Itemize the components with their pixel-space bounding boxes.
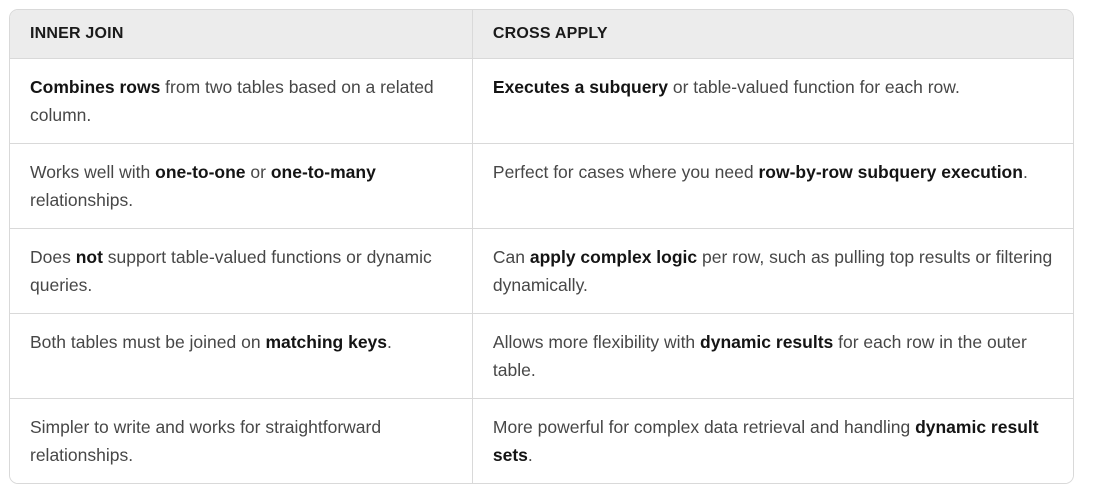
text-segment: More powerful for complex data retrieval… bbox=[492, 417, 916, 437]
text-segment: . bbox=[1022, 162, 1028, 182]
bold-text-segment: Executes a subquery bbox=[492, 77, 668, 97]
cell-cross-apply: More powerful for complex data retrieval… bbox=[472, 398, 1073, 483]
text-segment: Works well with bbox=[30, 162, 156, 182]
bold-text-segment: dynamic results bbox=[700, 332, 834, 352]
bold-text-segment: one-to-many bbox=[270, 162, 376, 182]
text-segment: for each row in the outer table. bbox=[492, 332, 1027, 380]
column-header-cross-apply: CROSS APPLY bbox=[472, 10, 1073, 59]
bold-text-segment: one-to-one bbox=[155, 162, 246, 182]
text-segment: or table-valued function for each row. bbox=[667, 77, 960, 97]
comparison-table-card: INNER JOIN CROSS APPLY Combines rows fro… bbox=[9, 9, 1074, 484]
cell-inner-join: Both tables must be joined on matching k… bbox=[10, 313, 473, 399]
text-segment: Simpler to write and works for straightf… bbox=[30, 417, 382, 465]
cell-cross-apply: Executes a subquery or table-valued func… bbox=[472, 58, 1073, 144]
table-row: Simpler to write and works for straightf… bbox=[10, 398, 1073, 483]
cell-cross-apply: Perfect for cases where you need row-by-… bbox=[472, 143, 1073, 229]
table-row: Does not support table-valued functions … bbox=[10, 228, 1073, 314]
text-segment: from two tables based on a related colum… bbox=[30, 77, 434, 125]
table-row: Combines rows from two tables based on a… bbox=[10, 58, 1073, 144]
comparison-table: INNER JOIN CROSS APPLY Combines rows fro… bbox=[10, 10, 1073, 483]
bold-text-segment: apply complex logic bbox=[529, 247, 698, 267]
cell-inner-join: Does not support table-valued functions … bbox=[10, 228, 473, 314]
text-segment: or bbox=[245, 162, 271, 182]
bold-text-segment: matching keys bbox=[265, 332, 388, 352]
text-segment: per row, such as pulling top results or … bbox=[492, 247, 1053, 295]
cell-cross-apply: Can apply complex logic per row, such as… bbox=[472, 228, 1073, 314]
cell-inner-join: Simpler to write and works for straightf… bbox=[10, 398, 473, 483]
text-segment: Allows more flexibility with bbox=[492, 332, 701, 352]
table-row: Works well with one-to-one or one-to-man… bbox=[10, 143, 1073, 229]
table-row: Both tables must be joined on matching k… bbox=[10, 313, 1073, 399]
text-segment: Both tables must be joined on bbox=[30, 332, 266, 352]
text-segment: . bbox=[527, 445, 533, 465]
text-segment: relationships. bbox=[30, 190, 134, 210]
cell-cross-apply: Allows more flexibility with dynamic res… bbox=[472, 313, 1073, 399]
text-segment: . bbox=[387, 332, 392, 352]
table-header-row: INNER JOIN CROSS APPLY bbox=[10, 10, 1073, 59]
column-header-inner-join: INNER JOIN bbox=[10, 10, 473, 59]
bold-text-segment: not bbox=[75, 247, 103, 267]
cell-inner-join: Combines rows from two tables based on a… bbox=[10, 58, 473, 144]
bold-text-segment: dynamic result sets bbox=[492, 417, 1039, 465]
bold-text-segment: Combines rows bbox=[30, 77, 161, 97]
text-segment: Perfect for cases where you need bbox=[492, 162, 759, 182]
text-segment: Does bbox=[30, 247, 76, 267]
table-body: Combines rows from two tables based on a… bbox=[10, 58, 1073, 483]
text-segment: support table-valued functions or dynami… bbox=[30, 247, 432, 295]
bold-text-segment: row-by-row subquery execution bbox=[758, 162, 1023, 182]
cell-inner-join: Works well with one-to-one or one-to-man… bbox=[10, 143, 473, 229]
text-segment: Can bbox=[492, 247, 530, 267]
